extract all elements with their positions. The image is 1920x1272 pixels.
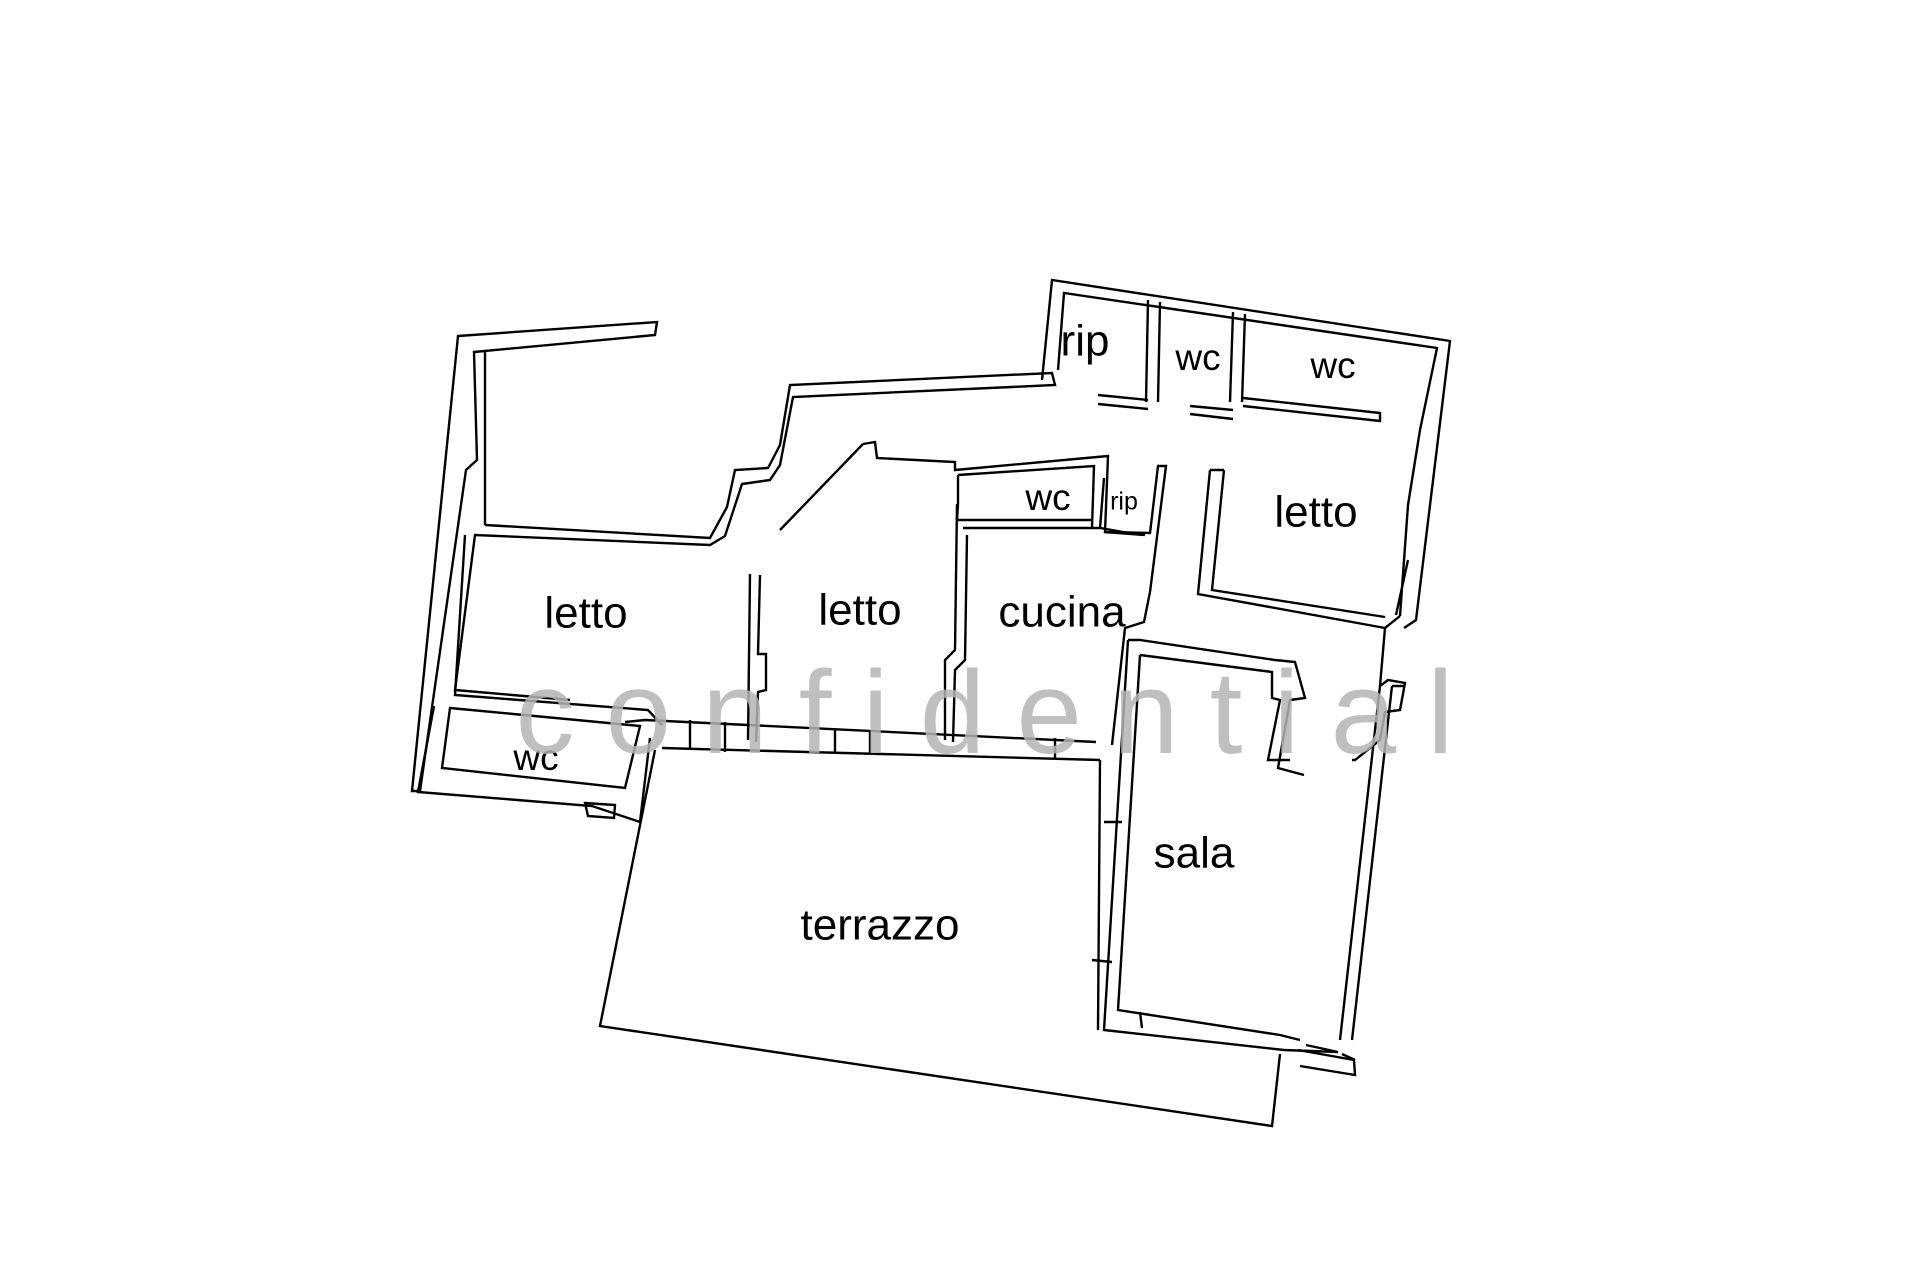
wall-sala-balcony [1297, 1048, 1357, 1077]
room-label-wc-middle: wc [1024, 477, 1070, 518]
wall-nw-wing-outer [410, 320, 659, 793]
wall-north-block-outer [1040, 278, 1452, 629]
wall-sala-ticks [1091, 820, 1144, 1029]
wall-corridor-ticks [688, 720, 1057, 758]
room-label-rip-middle: rip [1110, 488, 1138, 516]
room-label-letto-center: letto [818, 586, 901, 635]
wall-terrazzo [598, 749, 1282, 1128]
wall-letto-right [1196, 429, 1422, 630]
wall-north-block-south [1097, 393, 1382, 423]
wall-corridor-south [661, 746, 1101, 762]
wall-sala-east-stub [1378, 615, 1401, 687]
walls [410, 278, 1452, 1128]
room-label-cucina: cucina [998, 588, 1126, 637]
wall-rip-wc-divider [1144, 299, 1162, 403]
room-label-letto-left: letto [544, 589, 627, 638]
wall-central-upper-inner [956, 464, 1096, 529]
wall-sala-inner [1116, 653, 1301, 1042]
room-label-wc-bottom-left: wc [512, 737, 558, 778]
wall-sala-east [1338, 678, 1407, 1041]
room-label-wc-top-left: wc [1174, 337, 1220, 378]
wall-central-upper [779, 440, 1168, 593]
wall-nw-lower [453, 371, 1057, 702]
room-label-wc-top-right: wc [1309, 345, 1355, 386]
wall-letto-cucina-divider [943, 503, 969, 743]
wall-north-block-inner [1056, 291, 1439, 431]
room-label-rip-top: rip [1061, 317, 1110, 366]
wall-wc-wc-divider [1228, 311, 1247, 403]
room-label-letto-right: letto [1274, 488, 1357, 537]
wall-wc-bottom-left [416, 705, 652, 824]
confidential-watermark: confidential [516, 647, 1485, 779]
wall-corridor-north [624, 718, 1097, 744]
room-label-terrazzo: terrazzo [801, 901, 960, 950]
room-label-sala: sala [1154, 829, 1235, 878]
room-labels: rip wc wc letto wc rip letto letto cucin… [512, 317, 1357, 950]
wall-letto-left [453, 534, 663, 726]
wall-cucina-east [1110, 591, 1152, 746]
wall-letto-center-west [746, 573, 768, 743]
wall-sala-outer [1102, 638, 1339, 1054]
